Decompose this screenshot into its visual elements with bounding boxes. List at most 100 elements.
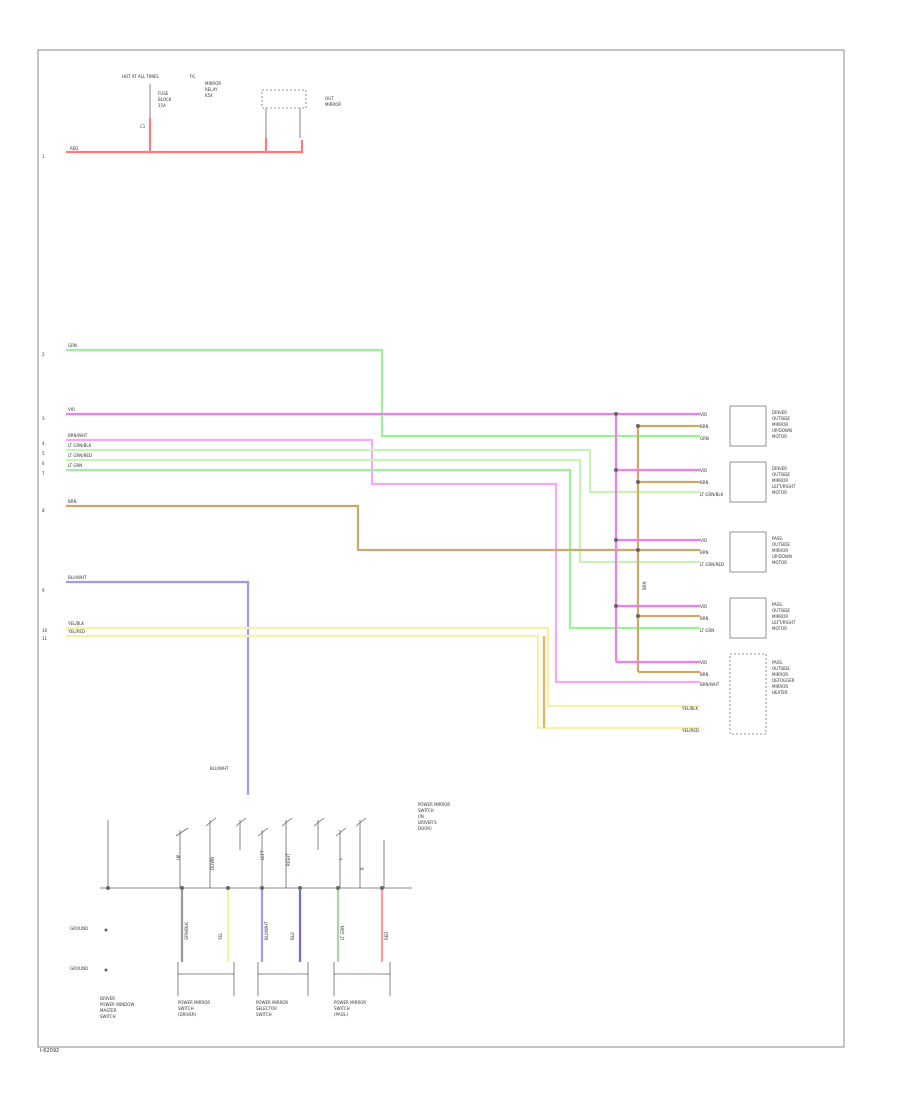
svg-text:BRN: BRN bbox=[700, 672, 709, 677]
svg-text:UP/DOWN: UP/DOWN bbox=[772, 428, 792, 433]
svg-text:BRN: BRN bbox=[700, 424, 709, 429]
svg-text:BRN: BRN bbox=[700, 480, 709, 485]
svg-text:MOTOR: MOTOR bbox=[772, 626, 787, 631]
svg-text:R: R bbox=[360, 867, 365, 870]
svg-text:DRIVER: DRIVER bbox=[100, 996, 115, 1001]
row-num-10: 10 bbox=[42, 628, 48, 633]
relay-id: K54 bbox=[205, 93, 213, 98]
relay-label-2: RELAY bbox=[205, 87, 218, 92]
svg-text:YEL/RED: YEL/RED bbox=[681, 728, 699, 733]
switch-position-labels: UP DOWN LEFT RIGHT L R bbox=[176, 850, 365, 870]
row-num-9: 9 bbox=[42, 588, 45, 593]
wire-y1-label: YEL/BLK bbox=[67, 621, 85, 626]
svg-text:SWITCH: SWITCH bbox=[334, 1006, 350, 1011]
svg-text:VIO: VIO bbox=[700, 660, 707, 665]
fuse-label-2: BLOCK bbox=[158, 97, 172, 102]
row-num-5: 5 bbox=[42, 451, 45, 456]
svg-text:MOTOR: MOTOR bbox=[772, 490, 787, 495]
svg-text:GRN/BLK: GRN/BLK bbox=[184, 922, 189, 940]
wire-pink bbox=[66, 438, 700, 684]
svg-text:MIRROR: MIRROR bbox=[772, 614, 788, 619]
footer-code: I-62092 bbox=[40, 1048, 59, 1054]
bus-tan-taps bbox=[638, 424, 700, 674]
svg-text:POWER MIRROR: POWER MIRROR bbox=[178, 1000, 210, 1005]
motor-box-3 bbox=[729, 531, 767, 573]
wire-lg2-label: LT GRN/RED bbox=[68, 453, 92, 458]
motor-box-4 bbox=[729, 597, 767, 639]
svg-text:LT GRN: LT GRN bbox=[340, 926, 345, 940]
svg-text:MOTOR: MOTOR bbox=[772, 434, 787, 439]
bus-magenta-taps bbox=[616, 468, 700, 664]
switch-title: POWER MIRROR SWITCH (IN DRIVER'S DOOR) bbox=[418, 802, 450, 831]
fuse-block: HOT AT ALL TIMES F6 FUSE BLOCK 15A C1 bbox=[122, 74, 195, 129]
module-label-selector: POWER MIRROR SELECTOR SWITCH bbox=[256, 1000, 288, 1017]
svg-text:OUTSIDE: OUTSIDE bbox=[772, 472, 790, 477]
svg-text:MIRROR: MIRROR bbox=[772, 422, 788, 427]
svg-text:RED: RED bbox=[384, 932, 389, 940]
svg-text:UP: UP bbox=[176, 854, 181, 860]
svg-text:VIO: VIO bbox=[700, 604, 707, 609]
wire-tan bbox=[66, 504, 700, 552]
svg-text:DEFOGGER: DEFOGGER bbox=[772, 678, 795, 683]
row-num-2: 2 bbox=[42, 352, 45, 357]
svg-text:LEFT/RIGHT: LEFT/RIGHT bbox=[772, 620, 796, 625]
wire-tan-label: BRN bbox=[68, 499, 77, 504]
svg-text:PASS.: PASS. bbox=[772, 602, 783, 607]
svg-text:DOOR): DOOR) bbox=[418, 826, 432, 831]
red-wire-label: RED bbox=[70, 146, 78, 151]
wire-lg2 bbox=[66, 458, 700, 564]
row-num-4: 4 bbox=[42, 441, 45, 446]
relay-desc-2: MIRROR bbox=[325, 102, 341, 107]
module-label-pass: POWER MIRROR SWITCH (PASS.) bbox=[334, 1000, 366, 1017]
svg-text:RIGHT: RIGHT bbox=[286, 853, 291, 866]
motor-pass-updown: VIO BRN LT GRN/RED PASS. OUTSIDE MIRROR … bbox=[700, 531, 792, 573]
svg-text:DRIVER'S: DRIVER'S bbox=[418, 820, 437, 825]
svg-text:(IN: (IN bbox=[418, 814, 424, 819]
mirror-relay: MIRROR RELAY K54 OUT MIRROR bbox=[205, 81, 341, 138]
module-label-driver: POWER MIRROR SWITCH (DRIVER) bbox=[178, 1000, 210, 1017]
svg-text:MASTER: MASTER bbox=[100, 1008, 117, 1013]
wire-lg3-label: LT GRN bbox=[68, 463, 82, 468]
wire-y1 bbox=[66, 626, 700, 708]
svg-text:MIRROR: MIRROR bbox=[772, 478, 788, 483]
svg-text:OUTSIDE: OUTSIDE bbox=[772, 608, 790, 613]
motor-pass-defogger: VIO BRN BRN/WHT YEL/BLK YEL/RED PASS. OU… bbox=[681, 653, 795, 735]
svg-text:YEL: YEL bbox=[218, 932, 223, 941]
svg-text:GRN: GRN bbox=[700, 436, 709, 441]
svg-text:MIRROR: MIRROR bbox=[772, 672, 788, 677]
relay-box bbox=[261, 89, 307, 109]
wire-y2-label: YEL/RED bbox=[67, 629, 85, 634]
svg-text:VIO: VIO bbox=[700, 468, 707, 473]
svg-text:OUTSIDE: OUTSIDE bbox=[772, 416, 790, 421]
svg-text:BLU/WHT: BLU/WHT bbox=[264, 921, 269, 940]
svg-text:SWITCH: SWITCH bbox=[418, 808, 434, 813]
motor-box-5 bbox=[729, 653, 767, 735]
svg-text:YEL/BLK: YEL/BLK bbox=[681, 706, 699, 711]
conn-wire-labels: GRN/BLK YEL BLU/WHT BLU LT GRN RED bbox=[184, 921, 389, 941]
svg-text:LT GRN: LT GRN bbox=[700, 628, 714, 633]
bus-junctions bbox=[614, 412, 640, 618]
svg-text:UP/DOWN: UP/DOWN bbox=[772, 554, 792, 559]
svg-text:BRN: BRN bbox=[700, 616, 709, 621]
motor-box-2 bbox=[729, 461, 767, 503]
wire-green-label: GRN bbox=[68, 343, 77, 348]
svg-text:LT GRN/BLK: LT GRN/BLK bbox=[700, 492, 724, 497]
svg-text:VIO: VIO bbox=[700, 538, 707, 543]
svg-text:LEFT: LEFT bbox=[260, 850, 265, 860]
module-boxes bbox=[177, 962, 391, 996]
wire-magenta-label: VIO bbox=[68, 407, 75, 412]
svg-text:HEATER: HEATER bbox=[772, 690, 788, 695]
row-num-7: 7 bbox=[42, 471, 45, 476]
svg-text:(DRIVER): (DRIVER) bbox=[178, 1012, 197, 1017]
svg-text:GROUND: GROUND bbox=[70, 926, 88, 931]
wire-blue bbox=[66, 580, 250, 795]
svg-text:POWER MIRROR: POWER MIRROR bbox=[334, 1000, 366, 1005]
svg-text:POWER MIRROR: POWER MIRROR bbox=[256, 1000, 288, 1005]
row-numbers: 1 2 3 4 5 6 7 8 9 10 11 bbox=[42, 154, 48, 641]
wire-green bbox=[66, 348, 700, 438]
wire-blue-label: BLU/WHT bbox=[68, 575, 87, 580]
svg-text:(PASS.): (PASS.) bbox=[334, 1012, 349, 1017]
fuse-id: F6 bbox=[190, 74, 195, 79]
svg-text:PASS.: PASS. bbox=[772, 660, 783, 665]
